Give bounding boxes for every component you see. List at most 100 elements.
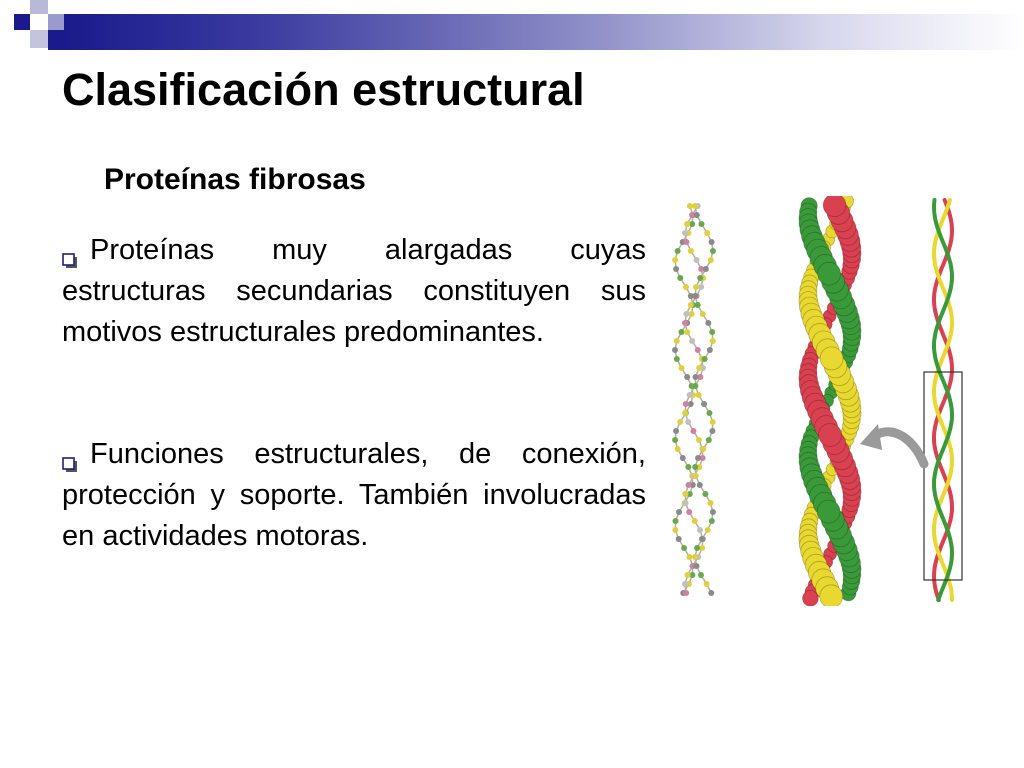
- atom-sphere: [818, 423, 843, 447]
- atom-ball: [706, 410, 713, 416]
- atom-ball: [689, 212, 696, 218]
- header-square-dark: [48, 30, 64, 50]
- ribbon-helix-image: [931, 198, 955, 602]
- atom-ball: [672, 437, 679, 443]
- atom-ball: [709, 419, 716, 425]
- atom-ball: [678, 329, 685, 335]
- atom-ball: [706, 347, 713, 353]
- atom-ball: [682, 581, 689, 587]
- header-bar: [0, 0, 1024, 50]
- header-square-light: [30, 0, 48, 14]
- atom-ball: [693, 212, 700, 218]
- helix-ribbon: [931, 198, 955, 602]
- atom-ball: [700, 446, 707, 452]
- atom-ball: [684, 221, 691, 227]
- atom-ball: [672, 527, 679, 533]
- helix-ribbon: [931, 198, 955, 602]
- atom-ball: [687, 293, 694, 299]
- checkbox-bullet-icon: [62, 444, 78, 473]
- atom-ball: [692, 464, 699, 470]
- atom-ball: [682, 401, 689, 407]
- highlight-box: [923, 371, 963, 581]
- atom-ball: [682, 230, 689, 236]
- atom-ball: [698, 221, 705, 227]
- protein-structure-figure: [662, 193, 972, 609]
- atom-ball: [685, 482, 692, 488]
- atom-ball: [694, 302, 701, 308]
- atom-ball: [696, 464, 703, 470]
- atom-ball: [684, 374, 691, 380]
- atom-ball: [695, 437, 702, 443]
- atom-ball: [709, 248, 716, 254]
- helix-ribbon: [931, 198, 955, 602]
- atom-ball: [704, 527, 711, 533]
- atom-ball: [695, 455, 702, 461]
- atom-ball: [683, 311, 690, 317]
- ball-and-stick-chain-image: [672, 203, 716, 596]
- atom-ball: [699, 311, 706, 317]
- atom-ball: [701, 356, 708, 362]
- atom-ball: [709, 338, 716, 344]
- atom-ball: [692, 473, 699, 479]
- atom-ball: [682, 320, 689, 326]
- atom-ball: [672, 518, 679, 524]
- header-gradient: [64, 14, 1024, 50]
- atom-ball: [692, 293, 699, 299]
- atom-ball: [708, 590, 715, 596]
- atom-ball: [683, 239, 690, 245]
- atom-ball: [674, 446, 681, 452]
- atom-ball: [694, 347, 701, 353]
- atom-ball: [691, 518, 698, 524]
- atom-ball: [673, 356, 680, 362]
- bullet-item: Proteínas muy alargadas cuyas estructura…: [62, 230, 646, 353]
- atom-ball: [672, 347, 679, 353]
- atom-ball: [698, 536, 705, 542]
- atom-ball: [679, 455, 686, 461]
- atom-ball: [672, 257, 679, 263]
- atom-ball: [698, 284, 705, 290]
- atom-ball: [682, 284, 689, 290]
- atom-ball: [699, 545, 706, 551]
- atom-ball: [697, 275, 704, 281]
- bullet-item: Funciones estructurales, de conexión, pr…: [62, 434, 646, 557]
- atom-ball: [686, 491, 693, 497]
- atom-ball: [674, 248, 681, 254]
- atom-ball: [694, 545, 701, 551]
- atom-ball: [693, 284, 700, 290]
- atom-ball: [704, 230, 711, 236]
- atom-ball: [686, 203, 693, 209]
- atom-ball: [687, 401, 694, 407]
- atom-ball: [697, 374, 704, 380]
- atom-sphere: [819, 346, 844, 371]
- atom-ball: [682, 500, 689, 506]
- header-square-light: [30, 30, 48, 48]
- atom-ball: [696, 527, 703, 533]
- atom-ball: [675, 536, 682, 542]
- atom-ball: [684, 329, 691, 335]
- atom-ball: [683, 590, 690, 596]
- atom-ball: [708, 239, 715, 245]
- atom-ball: [702, 266, 709, 272]
- atom-ball: [701, 401, 708, 407]
- bullet-text: Funciones estructurales, de conexión, pr…: [62, 438, 646, 552]
- atom-ball: [686, 509, 693, 515]
- atom-ball: [709, 329, 716, 335]
- atom-ball: [692, 554, 699, 560]
- atom-ball: [705, 320, 712, 326]
- atom-ball: [690, 428, 697, 434]
- atom-ball: [693, 563, 700, 569]
- atom-ball: [677, 275, 684, 281]
- atom-ball: [678, 365, 685, 371]
- atom-ball: [709, 509, 716, 515]
- atom-ball: [676, 509, 683, 515]
- atom-ball: [673, 338, 680, 344]
- atom-sphere: [802, 590, 819, 607]
- slide-title: Clasificación estructural: [62, 64, 585, 115]
- atom-sphere: [819, 584, 844, 609]
- bullet-text: Proteínas muy alargadas cuyas estructura…: [62, 234, 646, 348]
- atom-ball: [673, 428, 680, 434]
- atom-ball: [707, 257, 714, 263]
- atom-ball: [697, 572, 704, 578]
- atom-ball: [702, 491, 709, 497]
- atom-ball: [687, 302, 694, 308]
